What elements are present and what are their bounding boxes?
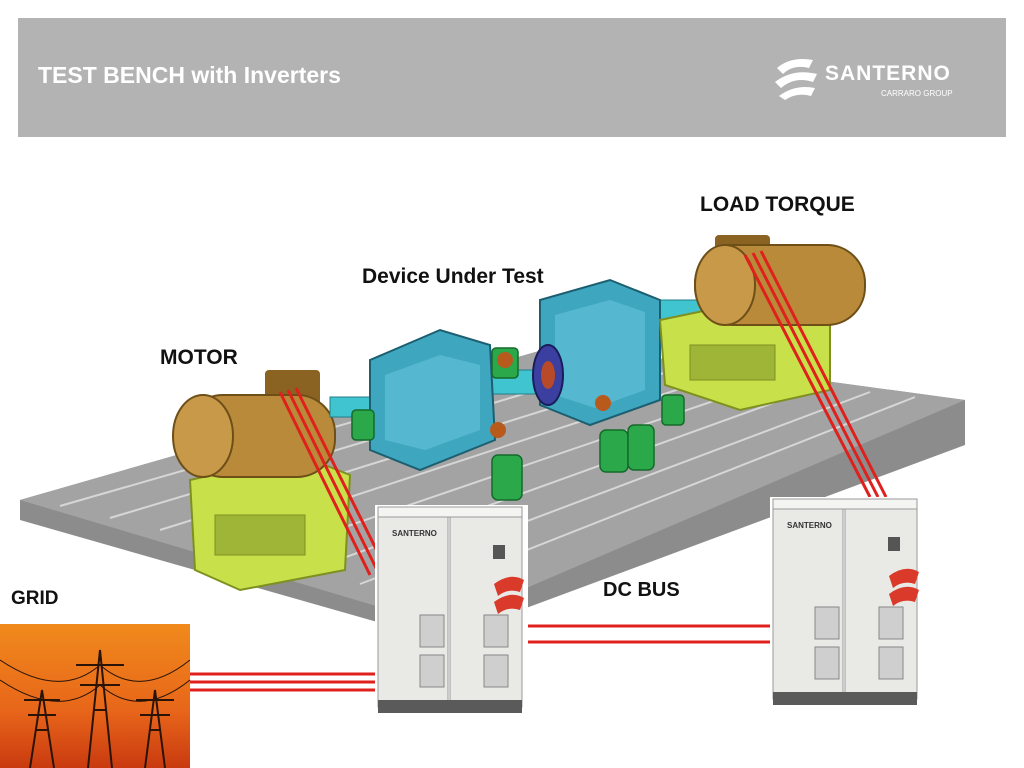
dc-bus-cable bbox=[528, 624, 770, 644]
label-load-torque: LOAD TORQUE bbox=[700, 193, 855, 216]
inverter-cabinet-1: SANTERNO bbox=[375, 505, 528, 713]
logo-subtitle: CARRARO GROUP bbox=[881, 89, 953, 98]
inverter-cabinet-2: SANTERNO bbox=[770, 497, 923, 707]
motor bbox=[172, 370, 336, 478]
label-device-under-test: Device Under Test bbox=[362, 265, 544, 288]
clamp-fittings bbox=[490, 352, 611, 438]
load-torque-motor bbox=[694, 235, 866, 326]
motor-cable bbox=[278, 387, 388, 576]
support-clamps bbox=[351, 347, 685, 501]
gearbox-left bbox=[369, 328, 497, 472]
santerno-logo: SANTERNO CARRARO GROUP bbox=[773, 56, 968, 116]
logo-name: SANTERNO bbox=[825, 62, 951, 85]
grid-cable bbox=[190, 672, 375, 692]
cabinet-1-brand: SANTERNO bbox=[392, 529, 437, 538]
central-coupling bbox=[532, 344, 564, 406]
gearbox-right bbox=[539, 278, 661, 427]
page-title: TEST BENCH with Inverters bbox=[38, 62, 341, 88]
load-cable bbox=[743, 250, 888, 498]
header-bar: TEST BENCH with Inverters SANTERNO CARRA… bbox=[18, 18, 1006, 137]
label-motor: MOTOR bbox=[160, 346, 238, 369]
grid-pylons-image bbox=[0, 624, 191, 768]
cabinet-2-brand: SANTERNO bbox=[787, 521, 832, 530]
label-dc-bus: DC BUS bbox=[603, 579, 680, 601]
santerno-logo-icon bbox=[775, 59, 817, 100]
label-grid: GRID bbox=[11, 588, 59, 609]
motor-frame bbox=[188, 453, 352, 592]
